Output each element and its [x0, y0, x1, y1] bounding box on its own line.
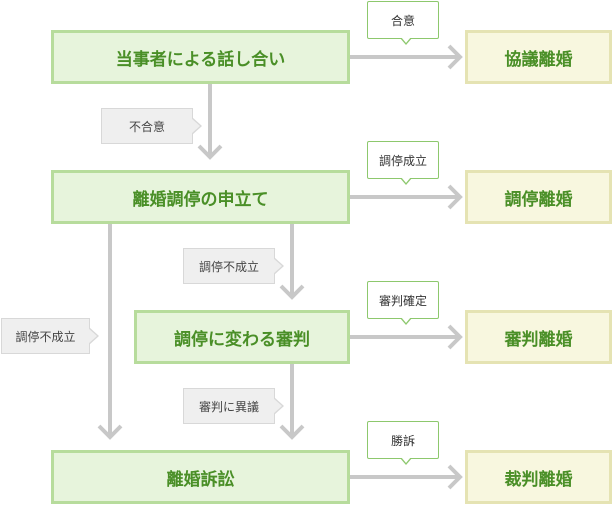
tag-pointer	[191, 117, 202, 135]
arrow-negotiation-to-mediation	[197, 84, 223, 160]
tag-mediation-fail-left: 調停不成立	[1, 318, 99, 354]
arrow-mediation-to-judgment	[279, 224, 305, 300]
bubble-mediation-success: 調停成立	[367, 141, 439, 185]
bubble-tail	[400, 37, 412, 45]
bubble-agreement: 合意	[367, 1, 439, 45]
result-judicial-divorce: 裁判離婚	[465, 450, 612, 504]
tag-objection-label: 審判に異議	[198, 399, 259, 414]
tag-mediation-fail-right-label: 調停不成立	[198, 259, 259, 274]
tag-objection: 審判に異議	[183, 388, 284, 424]
bubble-mediation-success-label: 調停成立	[378, 153, 427, 168]
arrow-judgment-to-result	[350, 324, 463, 350]
tag-pointer	[88, 327, 99, 345]
bubble-tail	[400, 457, 412, 465]
arrow-negotiation-to-consensual	[350, 44, 463, 70]
arrow-lawsuit-to-result	[350, 464, 463, 490]
process-divorce-lawsuit: 離婚訴訟	[51, 450, 350, 504]
bubble-victory: 勝訴	[367, 421, 439, 465]
bubble-judgment-confirmed-label: 審判確定	[378, 293, 427, 308]
result-judgment-divorce: 審判離婚	[465, 310, 612, 364]
bubble-tail	[400, 177, 412, 185]
arrow-judgment-to-lawsuit	[279, 364, 305, 440]
bubble-tail	[400, 317, 412, 325]
bubble-agreement-label: 合意	[390, 13, 415, 28]
result-consensual-divorce: 協議離婚	[465, 30, 612, 84]
bubble-judgment-confirmed: 審判確定	[367, 281, 439, 325]
tag-no-agreement-label: 不合意	[128, 119, 165, 134]
tag-pointer	[273, 257, 284, 275]
bubble-victory-label: 勝訴	[390, 433, 415, 448]
result-mediation-divorce: 調停離婚	[465, 170, 612, 224]
arrow-mediation-to-lawsuit	[97, 224, 123, 440]
process-negotiation: 当事者による話し合い	[51, 30, 350, 84]
arrow-mediation-to-result	[350, 184, 463, 210]
tag-no-agreement: 不合意	[101, 108, 202, 144]
tag-pointer	[273, 397, 284, 415]
tag-mediation-fail-right: 調停不成立	[183, 248, 284, 284]
tag-mediation-fail-left-label: 調停不成立	[15, 329, 76, 344]
process-judgment-in-lieu-of-mediation: 調停に変わる審判	[134, 310, 350, 364]
process-mediation-petition: 離婚調停の申立て	[51, 170, 350, 224]
